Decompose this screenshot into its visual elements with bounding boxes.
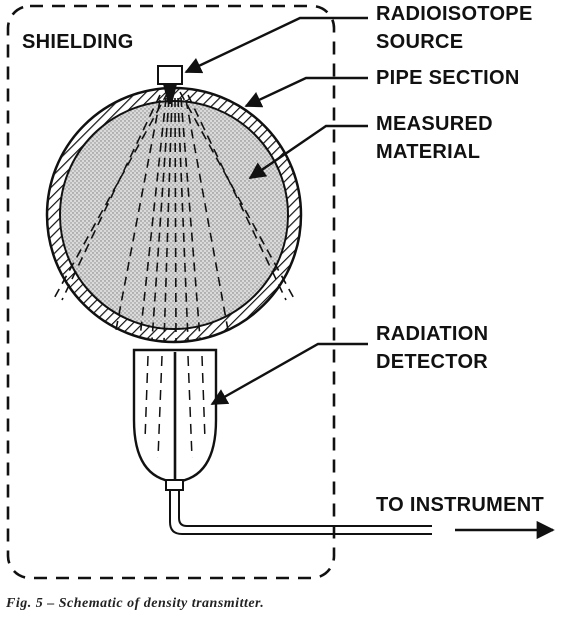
radiation-detector-label-line2: DETECTOR — [376, 351, 489, 373]
leader-pipe — [244, 76, 368, 108]
measured-material-label-line1: MEASURED — [376, 113, 493, 135]
radiation-detector-label-line1: RADIATION — [376, 323, 489, 345]
radiation-beams — [51, 91, 297, 343]
leader-detector — [210, 342, 368, 406]
figure-caption: Fig. 5 – Schematic of density transmitte… — [6, 596, 265, 611]
detector-beam-continuation — [144, 355, 206, 459]
source-emitter — [163, 84, 177, 104]
radioisotope-label-line1: RADIOISOTOPE — [376, 3, 533, 25]
shielding-label: SHIELDING — [22, 31, 134, 53]
signal-cable — [169, 490, 432, 535]
to-instrument-label: TO INSTRUMENT — [376, 494, 544, 516]
radioisotope-label-line2: SOURCE — [376, 31, 464, 53]
radioisotope-source — [157, 65, 183, 85]
leader-arrows — [184, 16, 368, 406]
measured-material-label-line2: MATERIAL — [376, 141, 481, 163]
detector-connector — [165, 479, 184, 491]
shielding-boundary — [6, 4, 336, 580]
leader-source — [184, 16, 368, 74]
measured-material — [59, 100, 289, 330]
pipe-section-label: PIPE SECTION — [376, 67, 520, 89]
leader-material — [248, 124, 368, 179]
